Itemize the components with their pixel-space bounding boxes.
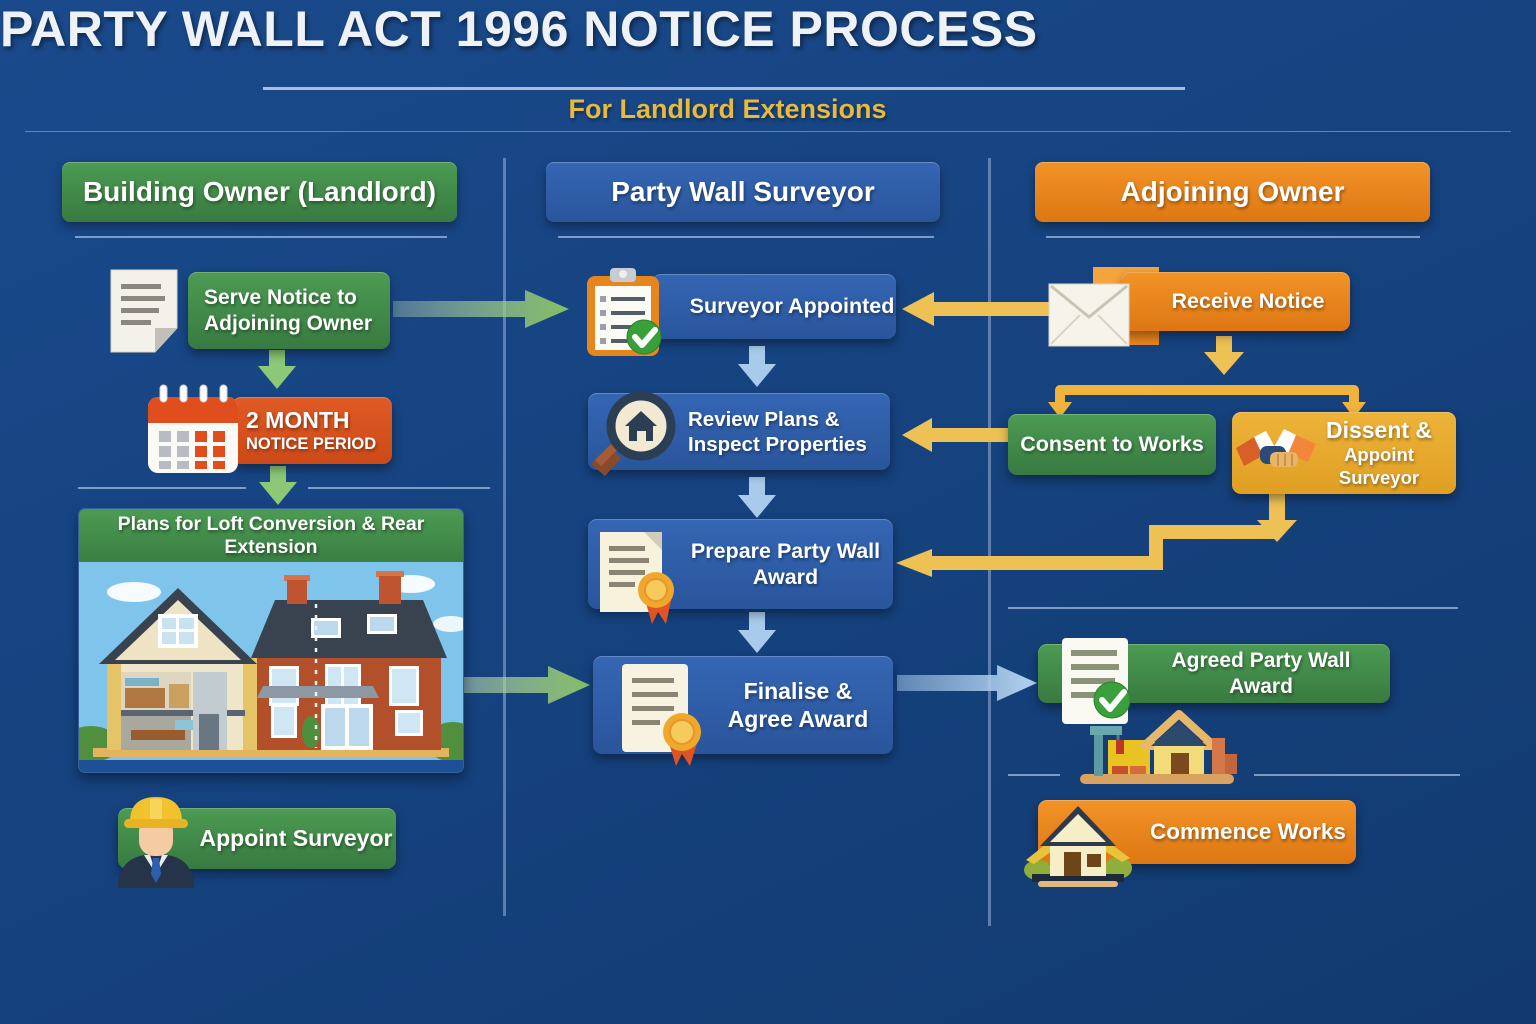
column-header-surveyor: Party Wall Surveyor	[546, 162, 940, 222]
arrow-notice-period-down	[259, 466, 297, 505]
section-divider	[78, 487, 246, 489]
step-consent: Consent to Works	[1008, 414, 1216, 475]
header-divider	[25, 131, 1511, 132]
arrow-receive-to-appointed	[902, 292, 1060, 326]
dissent-line1: Dissent &	[1325, 417, 1433, 444]
arrow-prepare-down	[738, 612, 776, 653]
column-underline	[558, 236, 934, 238]
clipboard-check-icon	[587, 268, 662, 356]
step-label: Commence Works	[1150, 819, 1346, 845]
dissent-line2: Appoint Surveyor	[1338, 444, 1420, 489]
plans-panel: Plans for Loft Conversion & Rear Extensi…	[78, 508, 464, 773]
arrow-review-down	[738, 477, 776, 518]
magnifier-house-icon	[591, 391, 676, 476]
arrow-dissent-to-prepare	[896, 492, 1297, 577]
section-divider	[308, 487, 490, 489]
column-divider-1	[503, 158, 506, 916]
arrow-consent-to-review	[902, 418, 1012, 452]
plans-panel-title: Plans for Loft Conversion & Rear Extensi…	[79, 509, 463, 562]
step-label: Surveyor Appointed	[689, 294, 895, 319]
column-header-label: Party Wall Surveyor	[611, 176, 875, 207]
column-header-adjoining-owner: Adjoining Owner	[1035, 162, 1430, 222]
section-divider	[1254, 774, 1460, 776]
certificate-seal-icon	[600, 532, 674, 624]
section-divider	[1008, 774, 1060, 776]
page-title: PARTY WALL ACT 1996 NOTICE PROCESS	[0, 1, 1038, 57]
arrow-serve-to-appointed	[393, 290, 569, 328]
house-plans-illustration	[79, 562, 463, 760]
step-label: Serve Notice to Adjoining Owner	[204, 285, 372, 335]
column-underline	[75, 236, 447, 238]
column-header-label: Adjoining Owner	[1120, 176, 1345, 207]
step-label: Agreed Party Wall Award	[1171, 648, 1351, 698]
arrow-plans-to-finalise	[452, 666, 590, 704]
branch-bracket-consent-dissent	[1048, 385, 1366, 418]
document-check-icon	[1062, 638, 1131, 724]
step-serve-notice: Serve Notice to Adjoining Owner	[188, 272, 390, 349]
column-header-label: Building Owner (Landlord)	[82, 176, 437, 207]
step-label: Finalise & Agree Award	[727, 677, 869, 732]
certificate-seal-icon	[622, 664, 701, 766]
notice-period-line2: NOTICE PERIOD	[246, 435, 377, 454]
section-divider	[1008, 607, 1458, 609]
arrow-appointed-down	[738, 346, 776, 387]
handshake-icon	[1236, 429, 1316, 467]
page-subtitle: For Landlord Extensions	[568, 94, 887, 124]
step-label: Appoint Surveyor	[199, 825, 393, 852]
construction-site-illustration	[1080, 710, 1237, 784]
column-header-building-owner: Building Owner (Landlord)	[62, 162, 457, 222]
house-icon	[1024, 806, 1132, 887]
step-receive-notice: Receive Notice	[1122, 272, 1350, 331]
envelope-icon	[1048, 283, 1130, 347]
step-label: Consent to Works	[1020, 432, 1204, 457]
step-label: Prepare Party Wall Award	[690, 538, 881, 589]
document-icon	[110, 269, 178, 353]
column-underline	[1046, 236, 1420, 238]
title-underline	[263, 87, 1185, 90]
arrow-receive-down	[1204, 336, 1244, 375]
step-surveyor-appointed: Surveyor Appointed	[652, 274, 896, 339]
step-label: Review Plans & Inspect Properties	[688, 407, 867, 456]
notice-period-line1: 2 MONTH	[246, 407, 350, 434]
arrow-finalise-to-agreed	[897, 665, 1037, 701]
surveyor-person-icon	[118, 797, 194, 888]
step-label: Receive Notice	[1171, 289, 1325, 314]
column-divider-2	[988, 158, 991, 926]
step-notice-period: 2 MONTH NOTICE PERIOD	[232, 397, 392, 464]
arrow-serve-down	[258, 350, 296, 389]
calendar-icon	[148, 384, 238, 473]
